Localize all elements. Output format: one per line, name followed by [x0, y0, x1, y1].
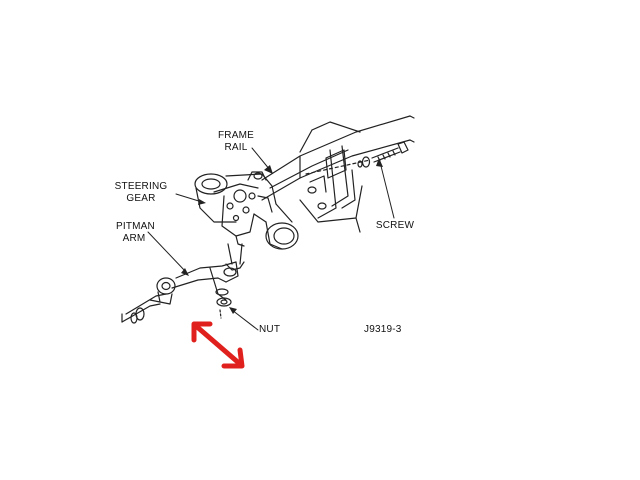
- label-pitman-arm-line2: ARM: [122, 233, 146, 244]
- label-pitman-arm: PITMAN ARM: [116, 221, 155, 245]
- label-frame-rail-line2: RAIL: [224, 142, 248, 153]
- frame-rail: [261, 115, 415, 233]
- leader-lines: [147, 147, 395, 331]
- leader-arrowheads: [181, 158, 383, 314]
- mounting-screw: [357, 141, 409, 168]
- label-steering-gear: STEERING GEAR: [112, 181, 170, 205]
- red-double-arrow: [191, 321, 245, 369]
- label-frame-rail: FRAME RAIL: [214, 130, 258, 154]
- label-pitman-arm-line1: PITMAN: [116, 221, 155, 232]
- figure-code: J9319-3: [364, 324, 402, 335]
- label-nut: NUT: [259, 324, 281, 335]
- label-screw: SCREW: [375, 220, 415, 231]
- drag-link: [121, 293, 167, 324]
- label-steering-gear-line1: STEERING: [114, 181, 168, 192]
- label-frame-rail-line1: FRAME: [218, 130, 254, 141]
- steering-gear: [194, 171, 299, 271]
- pitman-nut: [215, 288, 232, 319]
- label-steering-gear-line2: GEAR: [126, 193, 156, 204]
- pitman-arm: [149, 261, 239, 305]
